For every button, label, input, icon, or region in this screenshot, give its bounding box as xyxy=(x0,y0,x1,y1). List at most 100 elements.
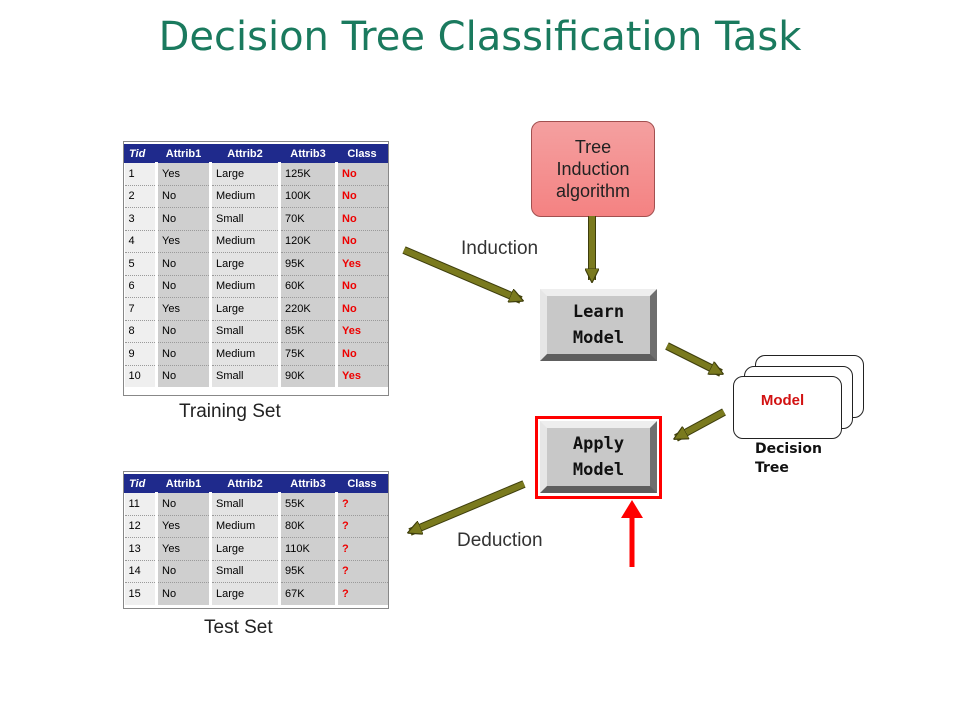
table-cell: Yes xyxy=(336,365,388,387)
table-cell: Small xyxy=(210,207,281,231)
table-cell: Medium xyxy=(210,185,281,208)
apply-model-box: Apply Model xyxy=(540,421,657,493)
table-cell: 90K xyxy=(279,365,338,387)
table-cell: 80K xyxy=(279,515,338,538)
table-cell: No xyxy=(156,342,212,366)
table-cell: 7 xyxy=(124,297,158,321)
column-header-class: Class xyxy=(336,474,388,493)
test-set-caption: Test Set xyxy=(204,617,273,638)
table-cell: 70K xyxy=(279,207,338,231)
table-cell: 100K xyxy=(279,185,338,208)
table-cell: ? xyxy=(336,582,388,605)
table-cell: No xyxy=(336,185,388,208)
table-cell: Large xyxy=(210,582,281,605)
table-cell: 13 xyxy=(124,537,158,561)
training-set-caption: Training Set xyxy=(179,401,281,422)
column-header-attrib3: Attrib3 xyxy=(279,474,337,493)
table-cell: No xyxy=(156,582,212,605)
arrow-model-to-apply xyxy=(676,408,726,442)
decision-tree-label: Decision Tree xyxy=(755,440,822,478)
column-header-attrib2: Attrib2 xyxy=(210,474,280,493)
table-cell: Medium xyxy=(210,342,281,366)
table-cell: ? xyxy=(336,492,388,516)
column-header-class: Class xyxy=(336,144,388,163)
table-cell: No xyxy=(156,252,212,276)
table-cell: No xyxy=(156,560,212,583)
table-cell: 75K xyxy=(279,342,338,366)
column-header-attrib1: Attrib1 xyxy=(156,144,211,163)
tree-induction-line-2: Induction xyxy=(556,159,630,179)
column-header-tid: Tid xyxy=(124,474,157,493)
table-cell: Yes xyxy=(156,515,212,538)
decision-tree-line-2: Tree xyxy=(755,460,789,476)
table-header-row: Tid Attrib1 Attrib2 Attrib3 Class xyxy=(124,474,388,493)
decision-tree-line-1: Decision xyxy=(755,441,822,457)
table-cell: 11 xyxy=(124,492,158,516)
apply-model-line-1: Apply xyxy=(572,434,625,454)
table-cell: 10 xyxy=(124,365,158,387)
table-cell: No xyxy=(336,275,388,298)
table-cell: 95K xyxy=(279,252,338,276)
table-cell: 14 xyxy=(124,560,158,583)
table-cell: 12 xyxy=(124,515,158,538)
table-cell: Small xyxy=(210,560,281,583)
tree-induction-algorithm-box: Tree Induction algorithm xyxy=(531,121,655,217)
table-cell: No xyxy=(336,230,388,253)
table-cell: 3 xyxy=(124,207,158,231)
table-cell: Medium xyxy=(210,230,281,253)
model-label: Model xyxy=(760,392,805,409)
learn-model-line-1: Learn xyxy=(572,302,625,322)
table-cell: 110K xyxy=(279,537,338,561)
table-header-row: Tid Attrib1 Attrib2 Attrib3 Class xyxy=(124,144,388,163)
table-cell: No xyxy=(156,185,212,208)
deduction-label: Deduction xyxy=(457,530,543,551)
table-cell: 4 xyxy=(124,230,158,253)
table-cell: 95K xyxy=(279,560,338,583)
table-cell: 15 xyxy=(124,582,158,605)
column-header-tid: Tid xyxy=(124,144,157,163)
table-cell: Medium xyxy=(210,275,281,298)
table-cell: No xyxy=(336,342,388,366)
table-cell: Large xyxy=(210,297,281,321)
table-cell: Small xyxy=(210,320,281,343)
table-cell: Yes xyxy=(156,162,212,186)
red-up-arrow xyxy=(621,500,643,567)
arrow-induction-training-to-learn xyxy=(402,246,521,304)
table-cell: Large xyxy=(210,162,281,186)
table-cell: No xyxy=(156,275,212,298)
table-cell: 5 xyxy=(124,252,158,276)
training-table-frame xyxy=(123,141,389,396)
model-card-front xyxy=(733,376,842,439)
table-cell: 85K xyxy=(279,320,338,343)
table-cell: No xyxy=(336,162,388,186)
table-cell: 2 xyxy=(124,185,158,208)
table-cell: ? xyxy=(336,515,388,538)
induction-label: Induction xyxy=(461,238,539,259)
table-cell: No xyxy=(156,320,212,343)
column-header-attrib3: Attrib3 xyxy=(279,144,337,163)
tree-induction-line-3: algorithm xyxy=(555,181,631,201)
learn-model-line-2: Model xyxy=(572,328,625,348)
table-cell: 67K xyxy=(279,582,338,605)
table-cell: 220K xyxy=(279,297,338,321)
table-cell: No xyxy=(156,492,212,516)
table-cell: No xyxy=(156,207,212,231)
arrow-learn-to-model xyxy=(665,342,721,377)
table-cell: Large xyxy=(210,252,281,276)
tree-induction-line-1: Tree xyxy=(574,137,612,157)
